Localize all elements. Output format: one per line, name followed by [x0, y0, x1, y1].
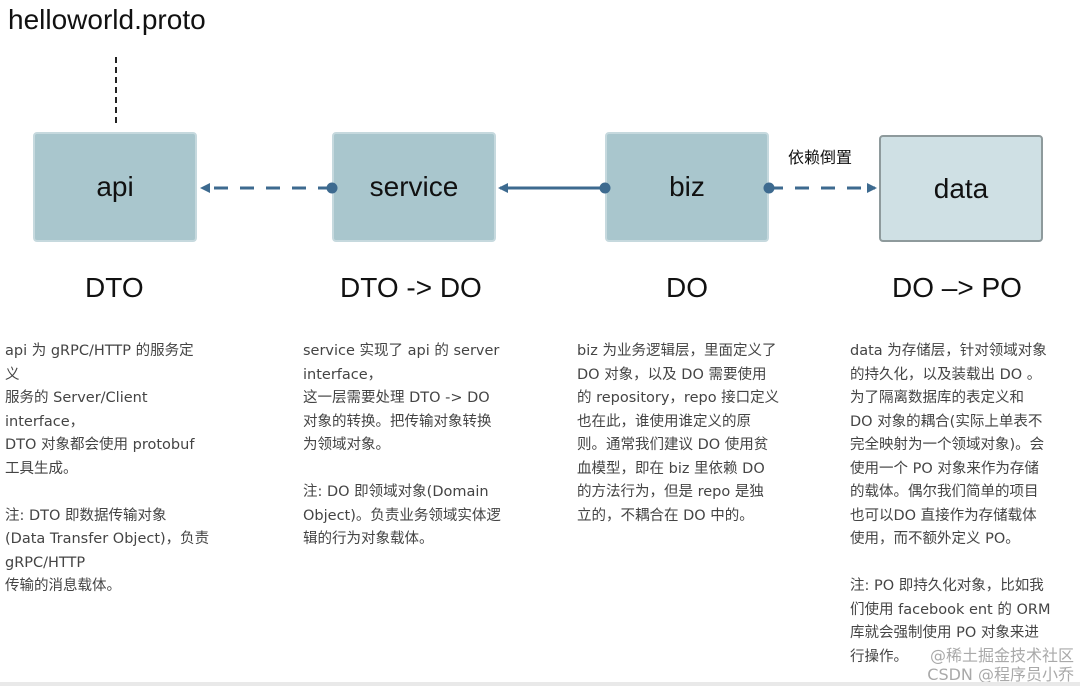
data-layer-box: data — [879, 135, 1043, 242]
api-object-label: DTO — [85, 272, 144, 303]
proto-connector-line — [115, 57, 117, 123]
api-layer-box: api — [33, 132, 197, 242]
biz-object-label: DO — [666, 272, 708, 303]
service-layer-box: service — [332, 132, 496, 242]
footer-bar — [0, 682, 1080, 686]
service-description: service 实现了 api 的 server interface， 这一层需… — [303, 340, 538, 552]
api-description-text: api 为 gRPC/HTTP 的服务定 义 服务的 Server/Client… — [5, 343, 210, 594]
data-layer-label: data — [933, 172, 989, 204]
service-object-label: DTO -> DO — [340, 272, 482, 303]
data-description-text: data 为存储层，针对领域对象 的持久化，以及装载出 DO 。 为了隔离数据库… — [850, 343, 1051, 665]
service-description-text: service 实现了 api 的 server interface， 这一层需… — [303, 343, 501, 547]
api-description: api 为 gRPC/HTTP 的服务定 义 服务的 Server/Client… — [5, 340, 235, 599]
watermark-line1: @稀土掘金技术社区 — [929, 646, 1074, 665]
watermark: @稀土掘金技术社区 CSDN @程序员小乔 — [927, 646, 1074, 684]
edge-biz-to-service — [498, 182, 611, 194]
biz-description-text: biz 为业务逻辑层，里面定义了 DO 对象，以及 DO 需要使用 的 repo… — [577, 343, 780, 524]
diagram-title: helloworld.proto — [8, 4, 206, 35]
data-object-label: DO –> PO — [892, 272, 1022, 303]
api-layer-label: api — [96, 171, 134, 202]
dependency-inversion-label: 依赖倒置 — [788, 148, 853, 167]
watermark-line2: CSDN @程序员小乔 — [927, 665, 1074, 684]
data-description: data 为存储层，针对领域对象 的持久化，以及装载出 DO 。 为了隔离数据库… — [850, 340, 1078, 669]
edge-service-to-api — [200, 182, 338, 194]
service-layer-label: service — [369, 171, 459, 202]
biz-layer-label: biz — [669, 171, 705, 202]
edge-biz-to-data — [763, 182, 877, 194]
biz-layer-box: biz — [605, 132, 769, 242]
biz-description: biz 为业务逻辑层，里面定义了 DO 对象，以及 DO 需要使用 的 repo… — [577, 340, 812, 528]
